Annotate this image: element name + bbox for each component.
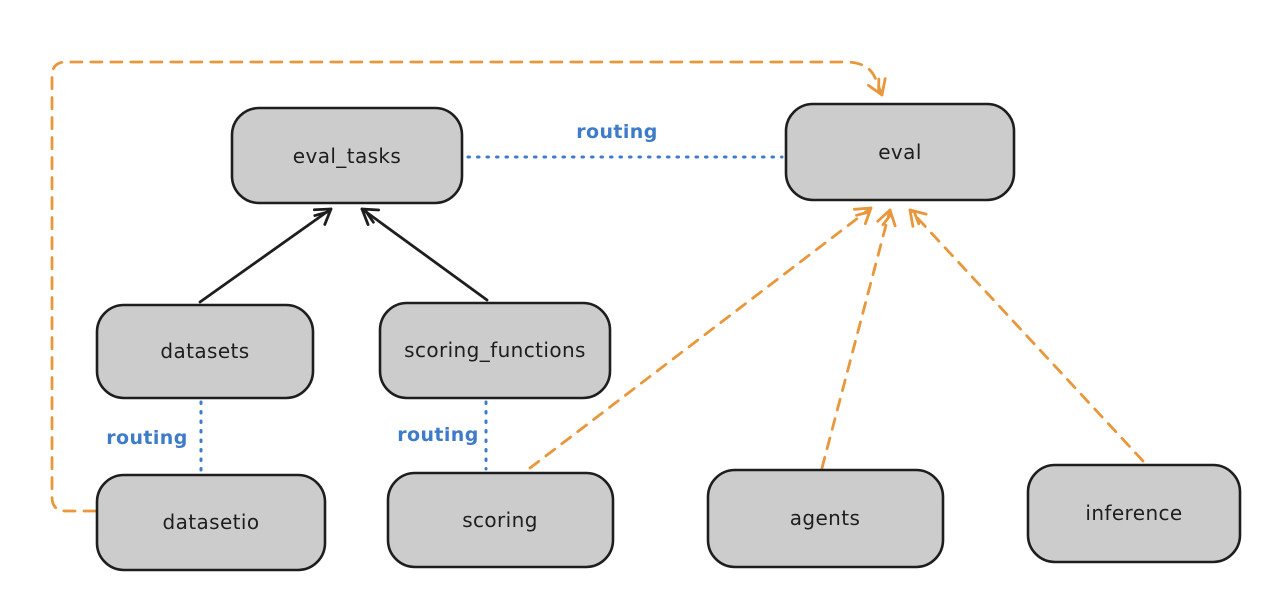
- node-agents: agents: [706, 468, 945, 569]
- edges: [50, 60, 1145, 513]
- datasets-label: datasets: [160, 339, 249, 363]
- routing-label-left: routing: [106, 427, 187, 449]
- datasets-box: [95, 303, 315, 400]
- node-inference: inference: [1026, 463, 1242, 564]
- eval-tasks-label: eval_tasks: [293, 144, 401, 168]
- edge-labels: routing routing routing: [106, 121, 657, 449]
- edge-scoring-functions-to-eval-tasks: [360, 207, 489, 302]
- edge-inference-to-eval: [908, 208, 1145, 463]
- routing-label-top: routing: [576, 121, 657, 143]
- eval-box: [784, 102, 1016, 202]
- node-eval-tasks: eval_tasks: [230, 106, 464, 205]
- scoring-box: [386, 471, 615, 569]
- node-datasetio: datasetio: [95, 473, 327, 572]
- edge-agents-to-eval: [820, 208, 897, 470]
- eval-label: eval: [878, 140, 922, 164]
- node-eval: eval: [784, 102, 1016, 202]
- node-scoring: scoring: [386, 471, 615, 569]
- nodes: eval_tasks eval datasets scoring_functio…: [95, 102, 1242, 572]
- agents-box: [706, 468, 945, 569]
- inference-box: [1026, 463, 1242, 564]
- datasetio-label: datasetio: [162, 510, 259, 534]
- agents-label: agents: [790, 506, 861, 530]
- scoring-functions-label: scoring_functions: [404, 338, 586, 362]
- edge-datasetio-to-eval: [50, 60, 887, 513]
- node-scoring-functions: scoring_functions: [378, 301, 612, 400]
- routing-label-middle: routing: [397, 424, 478, 446]
- scoring-label: scoring: [462, 508, 538, 532]
- inference-label: inference: [1085, 501, 1182, 525]
- scoring-functions-box: [378, 301, 612, 400]
- node-datasets: datasets: [95, 303, 315, 400]
- eval-tasks-box: [230, 106, 464, 205]
- edge-datasets-to-eval-tasks: [198, 207, 333, 304]
- datasetio-box: [95, 473, 327, 572]
- edge-scoring-to-eval: [528, 206, 873, 470]
